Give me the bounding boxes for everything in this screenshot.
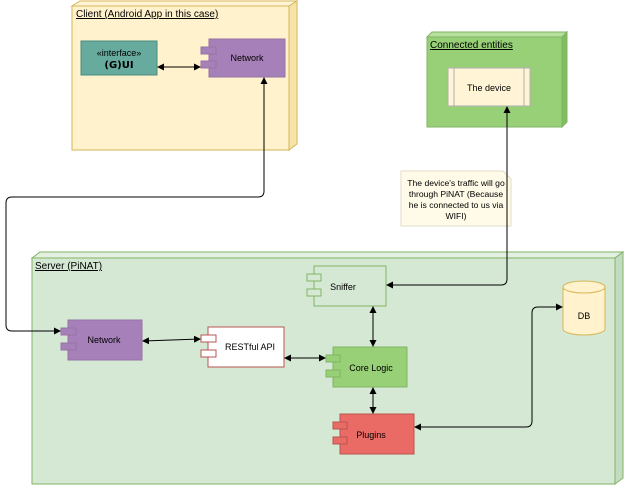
note-line: WIFI) [446,211,467,221]
device-sniffer-connector [386,106,511,289]
component-port-icon [200,60,217,69]
note-line: he is connected to us via [409,200,504,210]
core-logic-label: Core Logic [349,363,393,373]
restful-api-label: RESTful API [225,342,275,352]
plugins-label: Plugins [356,430,386,440]
db-cylinder[interactable]: DB [562,280,606,336]
component-port-icon [60,342,77,351]
plugins-component[interactable]: Plugins [332,413,415,455]
gui-interface-box[interactable]: «interface» (G)UI [80,40,158,76]
component-port-icon [200,334,217,343]
device-box[interactable]: The device [447,67,531,107]
device-label: The device [467,83,511,93]
network-api-connector [142,335,201,345]
component-port-icon [200,46,217,55]
core-logic-component[interactable]: Core Logic [325,346,408,388]
traffic-note: The device's traffic will go through PiN… [400,170,512,227]
component-port-icon [60,327,77,336]
component-port-icon [325,369,341,378]
connected-node-title: Connected entities [430,40,513,51]
gui-name: (G)UI [104,60,133,71]
client-network-component[interactable]: Network [200,38,286,78]
restful-api-component[interactable]: RESTful API [200,326,285,368]
gui-stereotype: «interface» [97,48,142,58]
component-port-icon [306,288,322,297]
component-port-icon [332,436,348,445]
server-node-title: Server (PiNAT) [35,261,102,272]
server-network-component[interactable]: Network [60,319,143,361]
plugins-db-connector [414,303,563,431]
component-port-icon [325,354,341,363]
sniffer-label: Sniffer [330,282,356,292]
component-port-icon [306,273,322,282]
client-network-label: Network [230,53,264,63]
db-label: DB [578,311,591,321]
server-network-label: Network [87,335,121,345]
note-line: The device's traffic will go [407,178,505,188]
component-port-icon [200,349,217,358]
client-node-title: Client (Android App in this case) [76,9,218,20]
sniffer-component[interactable]: Sniffer [306,265,387,307]
note-line: through PiNAT (Because [409,189,503,199]
client-server-network-connector [5,77,268,335]
component-port-icon [332,421,348,430]
